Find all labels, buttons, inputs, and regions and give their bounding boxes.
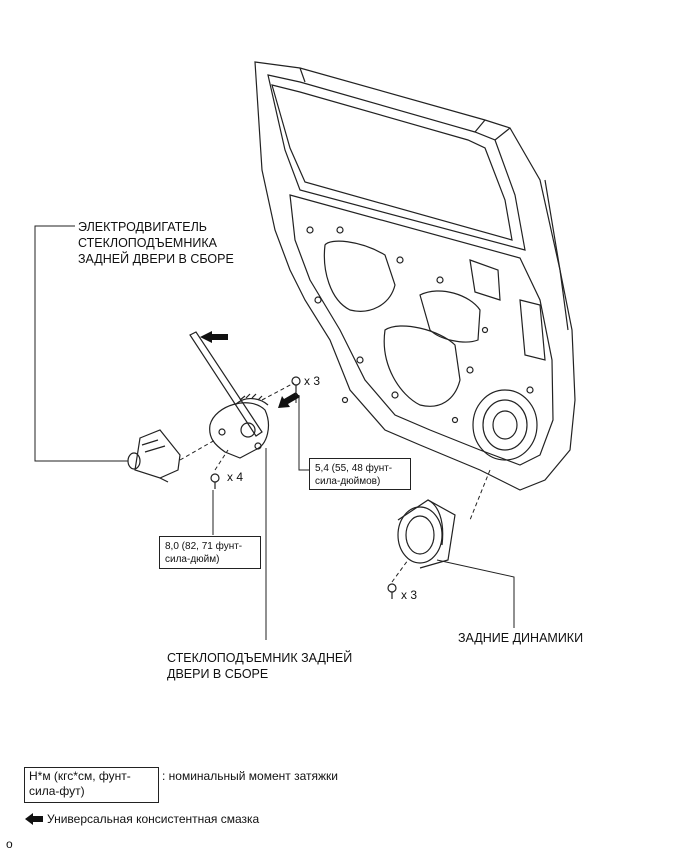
regulator-label-line: СТЕКЛОПОДЪЕМНИК ЗАДНЕЙ: [167, 651, 353, 665]
legend-torque-line: Н*м (кгс*см, фунт-: [29, 769, 131, 783]
legend-grease-desc: Универсальная консистентная смазка: [47, 812, 260, 826]
speaker-bolt-icon: [387, 583, 397, 599]
speakers-label: ЗАДНИЕ ДИНАМИКИ: [458, 631, 584, 645]
speaker-bolt-count: x 3: [401, 588, 418, 602]
door-panel: [254, 61, 576, 491]
grease-arrow-icon: [278, 392, 300, 408]
grease-arrow-icon: [200, 331, 228, 343]
motor-bolt-count: x 4: [227, 470, 244, 484]
speaker: [397, 499, 456, 569]
motor-label: ЭЛЕКТРОДВИГАТЕЛЬ СТЕКЛОПОДЪЕМНИКА ЗАДНЕЙ…: [78, 219, 234, 267]
motor-label-line: ЗАДНЕЙ ДВЕРИ В СБОРЕ: [78, 252, 234, 266]
torque-line: 8,0 (82, 71 фунт-: [165, 541, 243, 552]
regulator-torque-box: 5,4 (55, 48 фунт- сила-дюймов): [309, 458, 411, 490]
motor-torque-box: 8,0 (82, 71 фунт- сила-дюйм): [159, 536, 261, 569]
regulator-bolt-icon: [291, 376, 301, 392]
torque-line: сила-дюймов): [315, 476, 381, 487]
torque-line: 5,4 (55, 48 фунт-: [315, 463, 393, 474]
regulator-motor: [127, 429, 181, 483]
dashed-guides: [179, 382, 491, 583]
regulator-label-line: ДВЕРИ В СБОРЕ: [167, 667, 269, 681]
motor-bolt-icon: [210, 473, 220, 489]
regulator-bolt-count: x 3: [304, 374, 321, 388]
window-regulator: [189, 331, 269, 459]
leader-lines: [34, 225, 515, 640]
torque-line: сила-дюйм): [165, 554, 220, 565]
legend-torque-line: сила-фут): [29, 784, 85, 798]
grease-arrows: [25, 331, 300, 825]
corner-mark: o: [6, 837, 13, 851]
regulator-label: СТЕКЛОПОДЪЕМНИК ЗАДНЕЙ ДВЕРИ В СБОРЕ: [167, 650, 352, 682]
grease-arrow-icon: [25, 813, 43, 825]
legend-torque-desc: : номинальный момент затяжки: [162, 769, 338, 783]
motor-label-line: СТЕКЛОПОДЪЕМНИКА: [78, 236, 217, 250]
motor-label-line: ЭЛЕКТРОДВИГАТЕЛЬ: [78, 220, 207, 234]
legend-torque-box: Н*м (кгс*см, фунт- сила-фут): [24, 767, 159, 803]
